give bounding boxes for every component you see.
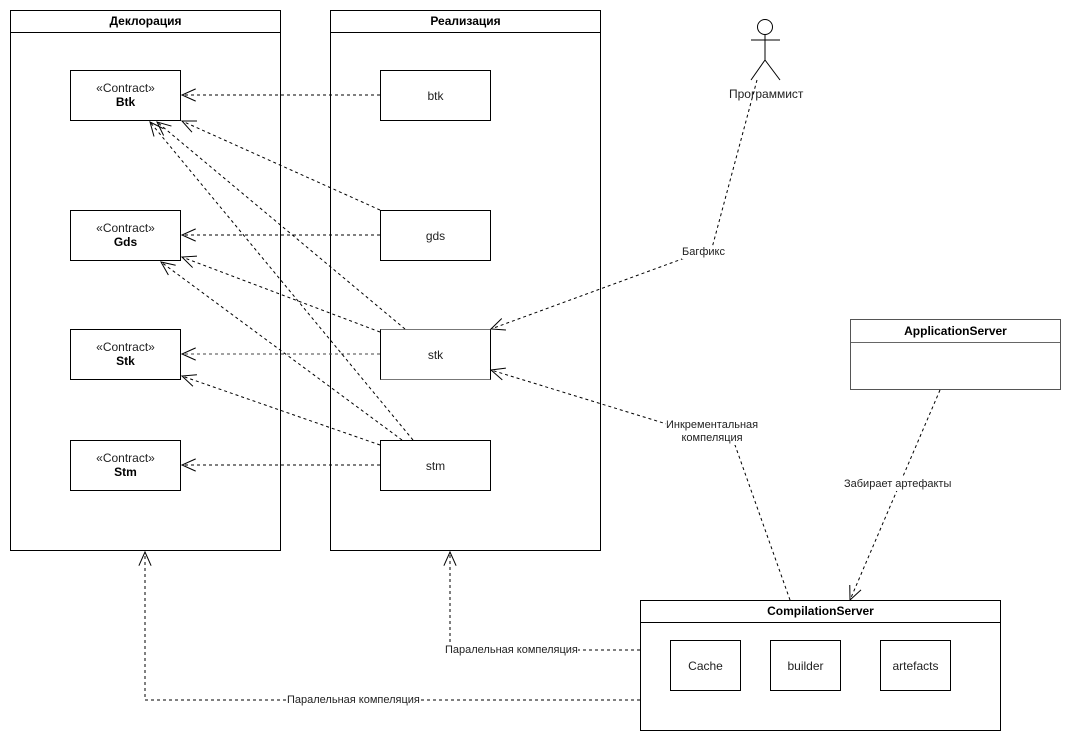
label-parallel-impl: Паралельная компеляция — [445, 644, 578, 657]
label-incremental-line1: Инкрементальная — [666, 419, 759, 431]
contract-name: Btk — [115, 95, 136, 109]
application-server-title: ApplicationServer — [851, 320, 1060, 343]
arrowhead-takes-artifacts — [849, 584, 862, 602]
impl-stk[interactable]: stk — [380, 329, 491, 380]
component-builder[interactable]: builder — [770, 640, 841, 691]
contract-stereotype: «Contract» — [96, 81, 155, 95]
application-server[interactable]: ApplicationServer — [850, 319, 1061, 390]
label-incremental: Инкрементальная компеляция — [666, 419, 759, 445]
actor-icon — [750, 19, 781, 81]
impl-gds[interactable]: gds — [380, 210, 491, 261]
contract-stereotype: «Contract» — [96, 221, 155, 235]
contract-btk[interactable]: «Contract» Btk — [70, 70, 181, 121]
contract-gds[interactable]: «Contract» Gds — [70, 210, 181, 261]
contract-stm[interactable]: «Contract» Stm — [70, 440, 181, 491]
actor-label: Программист — [729, 87, 804, 101]
compilation-server-title: CompilationServer — [641, 601, 1000, 623]
package-declaration-title: Деклорация — [11, 11, 280, 33]
impl-name: btk — [427, 88, 444, 103]
impl-name: gds — [425, 228, 446, 243]
label-bugfix: Багфикс — [682, 246, 725, 259]
contract-name: Stm — [114, 465, 137, 479]
edge-parallel-impl — [449, 552, 640, 651]
arrowhead-parallel-decl — [138, 550, 152, 566]
contract-stereotype: «Contract» — [96, 340, 155, 354]
component-name: artefacts — [892, 658, 939, 673]
contract-stereotype: «Contract» — [96, 451, 155, 465]
component-artefacts[interactable]: artefacts — [880, 640, 951, 691]
impl-name: stm — [425, 458, 446, 473]
component-name: Cache — [688, 658, 723, 673]
package-implementation-title: Реализация — [331, 11, 600, 33]
contract-name: Gds — [113, 235, 138, 249]
label-incremental-line2: компеляция — [681, 432, 743, 444]
label-parallel-decl: Паралельная компеляция — [287, 694, 420, 707]
edge-parallel-decl — [144, 552, 640, 701]
component-cache[interactable]: Cache — [670, 640, 741, 691]
impl-stm[interactable]: stm — [380, 440, 491, 491]
impl-name: stk — [427, 347, 444, 362]
component-name: builder — [787, 658, 824, 673]
impl-btk[interactable]: btk — [380, 70, 491, 121]
contract-name: Stk — [116, 354, 135, 368]
edge-takes-artifacts — [849, 389, 941, 601]
arrowhead-parallel-impl — [443, 550, 457, 566]
label-takes-artifacts: Забирает артефакты — [844, 478, 952, 491]
contract-stk[interactable]: «Contract» Stk — [70, 329, 181, 380]
